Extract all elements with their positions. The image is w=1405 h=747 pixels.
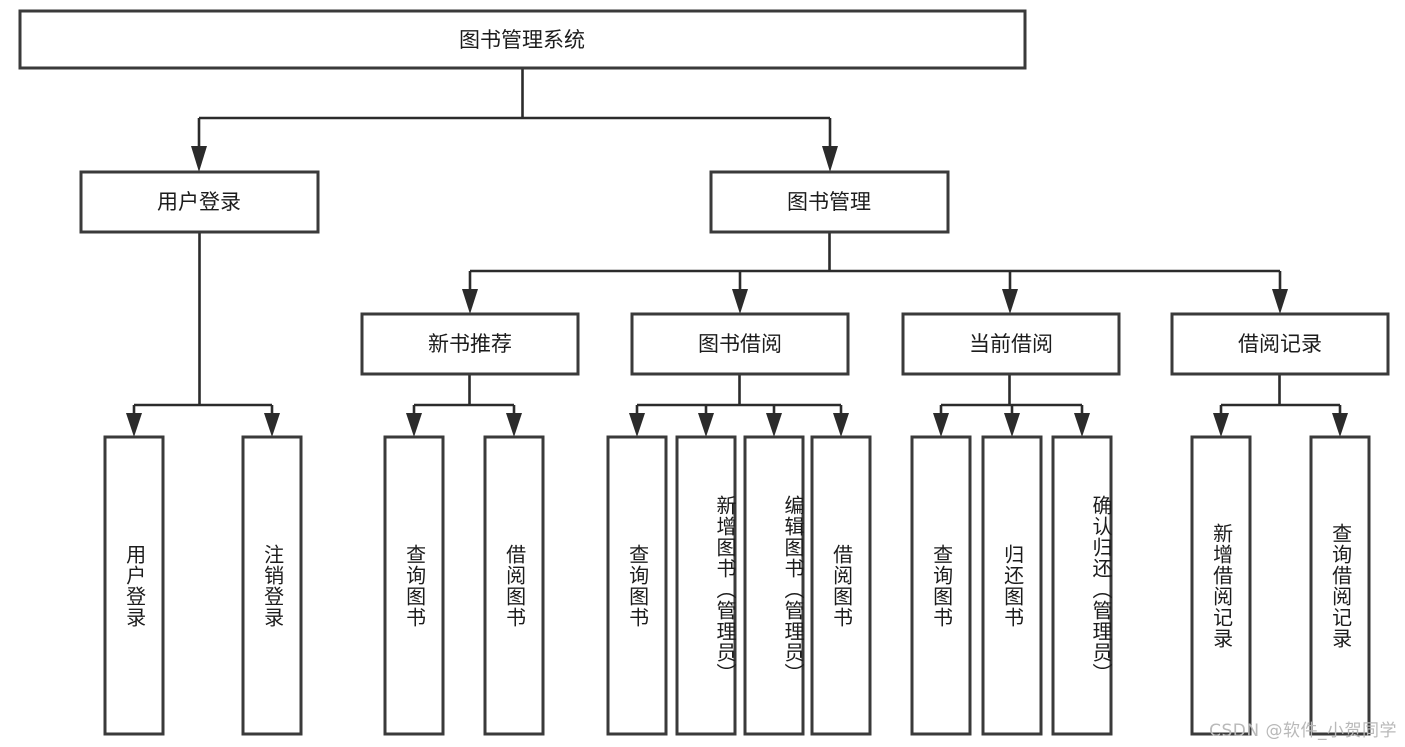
arrow-head-user-login — [191, 146, 207, 172]
arrow-head-current-borrow — [1002, 289, 1018, 314]
node-layer: 图书管理系统 用户登录 图书管理 新书推荐 图书借阅 当前 — [18, 9, 1390, 736]
node-leaf-query-book-1[interactable] — [383, 435, 445, 736]
node-user-login-label: 用户登录 — [157, 190, 241, 214]
node-root-label: 图书管理系统 — [459, 28, 585, 52]
arrow-head-leaf-return-book — [1004, 413, 1020, 437]
node-borrow-record-label: 借阅记录 — [1238, 332, 1322, 356]
arrow-head-leaf-query-book-2 — [629, 413, 645, 437]
arrow-head-book-borrow — [732, 289, 748, 314]
arrow-head-leaf-add-record — [1213, 413, 1229, 437]
node-leaf-user-logout[interactable] — [241, 435, 303, 736]
arrow-head-leaf-query-record — [1332, 413, 1348, 437]
leaf-label-query-record: 查询借阅记录 — [1328, 522, 1353, 649]
arrow-head-book-manage — [822, 146, 838, 172]
leaf-label-user-logout: 注销登录 — [260, 543, 285, 628]
node-user-login[interactable]: 用户登录 — [79, 170, 320, 234]
arrow-head-leaf-add-book — [698, 413, 714, 437]
node-book-manage[interactable]: 图书管理 — [709, 170, 950, 234]
arrow-head-leaf-query-book-3 — [933, 413, 949, 437]
arrow-head-leaf-user-login — [126, 413, 142, 437]
leaf-label-query-book-1: 查询图书 — [402, 543, 427, 628]
node-root[interactable]: 图书管理系统 — [18, 9, 1027, 70]
leaf-label-add-record: 新增借阅记录 — [1209, 522, 1234, 649]
leaf-label-user-login: 用户登录 — [122, 543, 147, 628]
node-leaf-borrow-book-2[interactable] — [810, 435, 872, 736]
node-leaf-query-book-2[interactable] — [606, 435, 668, 736]
node-book-manage-label: 图书管理 — [787, 190, 871, 214]
node-book-borrow[interactable]: 图书借阅 — [630, 312, 850, 376]
watermark-text: CSDN @软件_小贺同学 — [1209, 721, 1397, 741]
node-leaf-query-record[interactable] — [1309, 435, 1371, 736]
leaf-label-query-book-2: 查询图书 — [625, 543, 650, 628]
leaf-label-return-book: 归还图书 — [1000, 543, 1025, 628]
leaf-label-borrow-book-2: 借阅图书 — [829, 543, 854, 628]
node-book-borrow-label: 图书借阅 — [698, 332, 782, 356]
arrow-head-leaf-borrow-book-1 — [506, 413, 522, 437]
node-leaf-borrow-book-1[interactable] — [483, 435, 545, 736]
arrow-head-leaf-user-logout — [264, 413, 280, 437]
arrow-head-leaf-query-book-1 — [406, 413, 422, 437]
node-leaf-confirm-return[interactable] — [1051, 435, 1113, 736]
leaf-label-query-book-3: 查询图书 — [929, 543, 954, 628]
leaf-label-edit-book: 编辑图书（管理员） — [781, 495, 805, 684]
node-leaf-add-record[interactable] — [1190, 435, 1252, 736]
node-leaf-add-book[interactable] — [675, 435, 737, 736]
leaf-label-confirm-return: 确认归还（管理员） — [1089, 495, 1113, 684]
node-current-borrow-label: 当前借阅 — [969, 332, 1053, 356]
leaf-label-add-book: 新增图书（管理员） — [713, 495, 737, 684]
arrow-head-leaf-borrow-book-2 — [833, 413, 849, 437]
arrow-head-leaf-confirm-return — [1074, 413, 1090, 437]
arrow-head-new-book-rec — [462, 289, 478, 314]
node-leaf-edit-book[interactable] — [743, 435, 805, 736]
node-new-book-rec[interactable]: 新书推荐 — [360, 312, 580, 376]
node-current-borrow[interactable]: 当前借阅 — [901, 312, 1121, 376]
node-leaf-return-book[interactable] — [981, 435, 1043, 736]
arrow-head-borrow-record — [1272, 289, 1288, 314]
arrow-head-leaf-edit-book — [766, 413, 782, 437]
node-leaf-user-login[interactable] — [103, 435, 165, 736]
node-borrow-record[interactable]: 借阅记录 — [1170, 312, 1390, 376]
connector-layer — [126, 68, 1348, 437]
node-leaf-query-book-3[interactable] — [910, 435, 972, 736]
node-new-book-rec-label: 新书推荐 — [428, 332, 512, 356]
leaf-label-borrow-book-1: 借阅图书 — [502, 543, 527, 628]
